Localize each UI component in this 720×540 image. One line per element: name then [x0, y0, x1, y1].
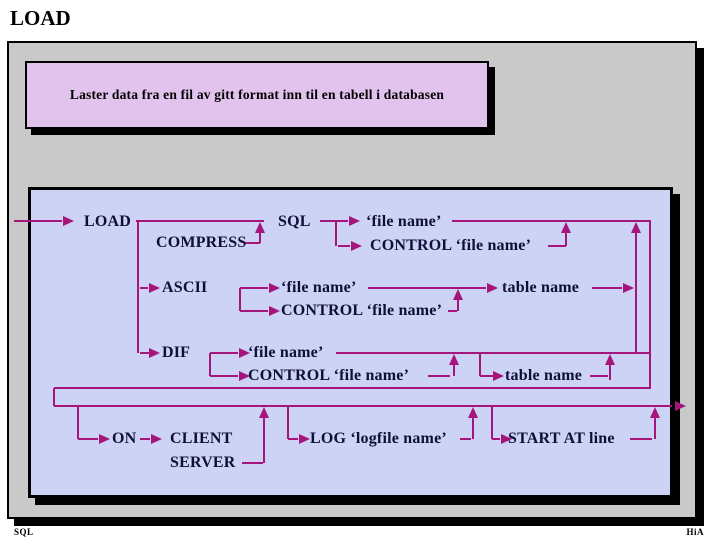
keyword-client: CLIENT: [170, 430, 233, 447]
flow-line-vertical: [491, 406, 493, 439]
keyword-log: LOG ‘logfile name’: [310, 430, 447, 447]
arrow-up-icon: [453, 289, 463, 300]
flow-line-vertical: [335, 221, 337, 246]
keyword-dif: DIF: [162, 344, 191, 361]
keyword-start-at: START AT line: [508, 430, 615, 447]
arrow-right-icon: [239, 348, 250, 358]
flow-line-horizontal: [210, 352, 238, 354]
arrow-right-icon: [99, 434, 110, 444]
flow-line-vertical: [259, 228, 261, 243]
flow-line-vertical: [53, 388, 55, 406]
keyword-compress: COMPRESS: [156, 234, 247, 251]
arrow-right-icon: [493, 371, 504, 381]
flow-line-vertical: [479, 353, 481, 376]
flow-line-horizontal: [338, 245, 350, 247]
page-title: LOAD: [10, 6, 71, 30]
keyword-server: SERVER: [170, 454, 236, 471]
operand-table-name-1: table name: [502, 279, 580, 296]
arrow-right-icon: [349, 216, 360, 226]
operand-table-name-2: table name: [505, 367, 583, 384]
arrow-right-icon: [501, 434, 512, 444]
flow-line-horizontal: [78, 438, 98, 440]
operand-file-name-3: ‘file name’: [248, 344, 324, 361]
flow-line-horizontal: [244, 242, 260, 244]
flow-line-horizontal: [428, 375, 450, 377]
flow-line-horizontal: [336, 352, 651, 354]
arrow-right-icon: [299, 434, 310, 444]
footer-sql-label: SQL: [14, 527, 34, 537]
flow-line-horizontal: [54, 387, 651, 389]
flow-line-horizontal: [140, 438, 150, 440]
keyword-on: ON: [112, 430, 137, 447]
operand-file-name-1: ‘file name’: [366, 213, 442, 230]
arrow-right-icon: [149, 283, 160, 293]
arrow-up-icon: [468, 407, 478, 418]
arrow-right-icon: [269, 306, 280, 316]
keyword-sql: SQL: [278, 213, 311, 230]
arrow-right-icon: [623, 283, 634, 293]
flow-line-horizontal: [140, 352, 150, 354]
flow-line-horizontal: [368, 287, 486, 289]
flow-line-horizontal: [630, 438, 652, 440]
syntax-diagram-box: [28, 187, 673, 498]
flow-line-horizontal: [54, 405, 672, 407]
arrow-right-icon: [149, 348, 160, 358]
arrow-up-icon: [255, 222, 265, 233]
flow-line-vertical: [609, 358, 611, 380]
flow-line-horizontal: [480, 375, 494, 377]
flow-line-vertical: [77, 406, 79, 439]
flow-line-horizontal: [140, 287, 148, 289]
arrow-right-icon: [487, 283, 498, 293]
flow-line-horizontal: [452, 220, 651, 222]
arrow-right-icon: [151, 434, 162, 444]
flow-line-horizontal: [590, 375, 608, 377]
description-box: Laster data fra en fil av gitt format in…: [25, 61, 489, 129]
footer-hia-label: HiA: [686, 527, 704, 537]
flow-line-horizontal: [242, 462, 263, 464]
flow-line-horizontal: [288, 438, 298, 440]
flow-line-horizontal: [320, 220, 348, 222]
keyword-control-1: CONTROL ‘file name’: [370, 237, 532, 254]
flow-line-vertical: [654, 412, 656, 439]
keyword-ascii: ASCII: [162, 279, 208, 296]
flow-line-vertical: [649, 221, 651, 388]
description-text: Laster data fra en fil av gitt format in…: [69, 87, 445, 102]
arrow-right-icon: [269, 283, 280, 293]
flow-line-vertical: [635, 228, 637, 353]
flow-line-horizontal: [448, 310, 457, 312]
arrow-right-icon: [239, 371, 250, 381]
arrow-right-icon: [351, 241, 362, 251]
arrow-right-icon: [675, 401, 686, 411]
arrow-up-icon: [449, 354, 459, 365]
keyword-control-3: CONTROL ‘file name’: [248, 367, 410, 384]
flow-line-horizontal: [492, 438, 500, 440]
flow-line-vertical: [263, 412, 265, 463]
arrow-up-icon: [650, 407, 660, 418]
flow-line-horizontal: [240, 287, 268, 289]
arrow-up-icon: [561, 222, 571, 233]
arrow-up-icon: [631, 222, 641, 233]
keyword-load: LOAD: [84, 213, 132, 230]
flow-line-horizontal: [240, 310, 268, 312]
flow-line-vertical: [472, 412, 474, 439]
flow-line-vertical: [565, 228, 567, 246]
operand-file-name-2: ‘file name’: [281, 279, 357, 296]
arrow-up-icon: [259, 407, 269, 418]
keyword-control-2: CONTROL ‘file name’: [281, 302, 443, 319]
arrow-right-icon: [63, 216, 74, 226]
flow-line-horizontal: [592, 287, 622, 289]
flow-line-horizontal: [548, 245, 566, 247]
flow-line-vertical: [453, 359, 455, 376]
flow-line-vertical: [287, 406, 289, 439]
flow-line-vertical: [457, 294, 459, 311]
flow-line-vertical: [209, 353, 211, 376]
flow-line-horizontal: [14, 220, 62, 222]
flow-line-vertical: [137, 221, 139, 353]
flow-line-horizontal: [136, 220, 264, 222]
flow-line-horizontal: [210, 375, 238, 377]
flow-line-horizontal: [460, 438, 471, 440]
flow-line-vertical: [239, 288, 241, 311]
arrow-up-icon: [605, 354, 615, 365]
